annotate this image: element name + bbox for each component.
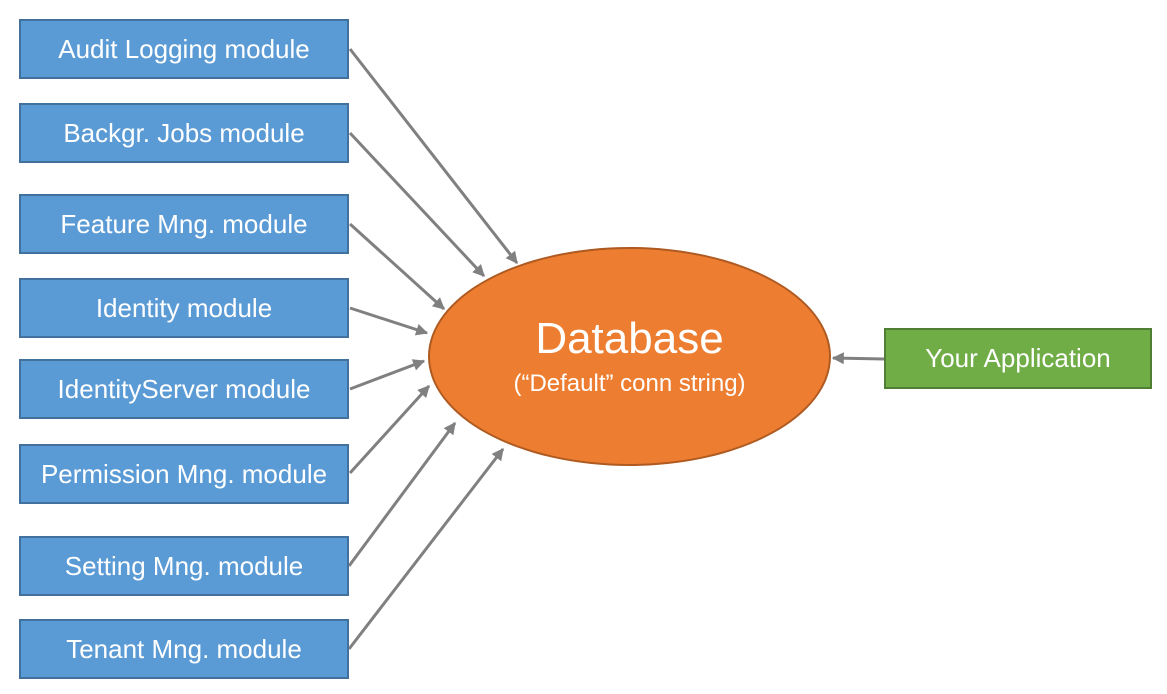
module-box-identity: Identity module — [19, 278, 349, 338]
arrow-tenant-mng-to-database — [347, 448, 505, 650]
arrow-background-jobs-to-database — [348, 131, 486, 278]
database-title: Database — [535, 313, 724, 363]
module-label: Tenant Mng. module — [66, 633, 302, 664]
database-connection-string: (“Default” conn string) — [513, 370, 746, 398]
module-box-feature-mng: Feature Mng. module — [19, 194, 349, 254]
your-application-label: Your Application — [925, 343, 1111, 373]
arrow-identity-to-database — [349, 306, 429, 336]
module-box-background-jobs: Backgr. Jobs module — [19, 103, 349, 163]
module-label: IdentityServer module — [57, 373, 311, 404]
database-ellipse: Database (“Default” conn string) — [428, 247, 831, 466]
your-application-box: Your Application — [884, 328, 1152, 389]
module-label: Backgr. Jobs module — [63, 117, 305, 148]
module-label: Feature Mng. module — [60, 208, 308, 239]
arrow-audit-logging-to-database — [348, 48, 519, 264]
arrow-setting-mng-to-database — [347, 422, 457, 567]
arrow-permission-mng-to-database — [348, 384, 431, 475]
module-box-tenant-mng: Tenant Mng. module — [19, 619, 349, 679]
arrow-feature-mng-to-database — [348, 222, 446, 311]
module-label: Audit Logging module — [58, 33, 310, 64]
module-label: Setting Mng. module — [64, 550, 304, 581]
arrow-application-to-database — [831, 352, 885, 365]
module-label: Identity module — [95, 292, 273, 323]
module-box-permission-mng: Permission Mng. module — [19, 444, 349, 504]
module-label: Permission Mng. module — [40, 458, 328, 489]
module-box-audit-logging: Audit Logging module — [19, 19, 349, 79]
module-box-identityserver: IdentityServer module — [19, 359, 349, 419]
arrow-identityserver-to-database — [349, 359, 426, 391]
module-box-setting-mng: Setting Mng. module — [19, 536, 349, 596]
